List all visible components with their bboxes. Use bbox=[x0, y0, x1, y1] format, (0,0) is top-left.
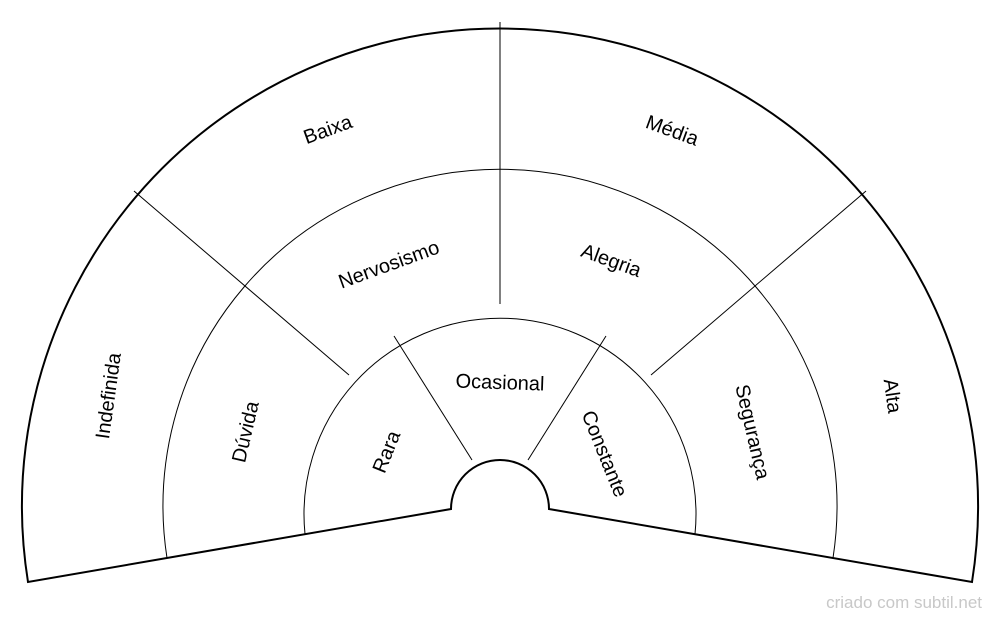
credit-text: criado com subtil.net bbox=[826, 593, 982, 612]
inner-ring-boundary bbox=[303, 317, 697, 535]
divider-alegria-seguranca bbox=[650, 190, 867, 376]
segment-label-alegria: Alegria bbox=[578, 240, 645, 282]
segment-label-rara: Rara bbox=[369, 427, 406, 476]
segment-label-baixa: Baixa bbox=[301, 111, 356, 149]
segment-label-nervosismo: Nervosismo bbox=[336, 237, 443, 294]
segment-label-media: Média bbox=[643, 111, 703, 151]
segment-label-seguranca: Segurança bbox=[730, 382, 773, 482]
segment-label-ocasional: Ocasional bbox=[455, 370, 545, 395]
divider-ocasional-constante bbox=[527, 335, 607, 461]
outer-boundary bbox=[21, 27, 979, 584]
divider-rara-ocasional bbox=[393, 335, 473, 461]
segment-label-alta: Alta bbox=[879, 377, 906, 415]
segment-label-constante: Constante bbox=[577, 408, 632, 501]
divider-duvida-nervosismo bbox=[133, 190, 350, 376]
segment-label-indefinida: Indefinida bbox=[92, 351, 126, 441]
segment-label-duvida: Dúvida bbox=[228, 398, 264, 464]
